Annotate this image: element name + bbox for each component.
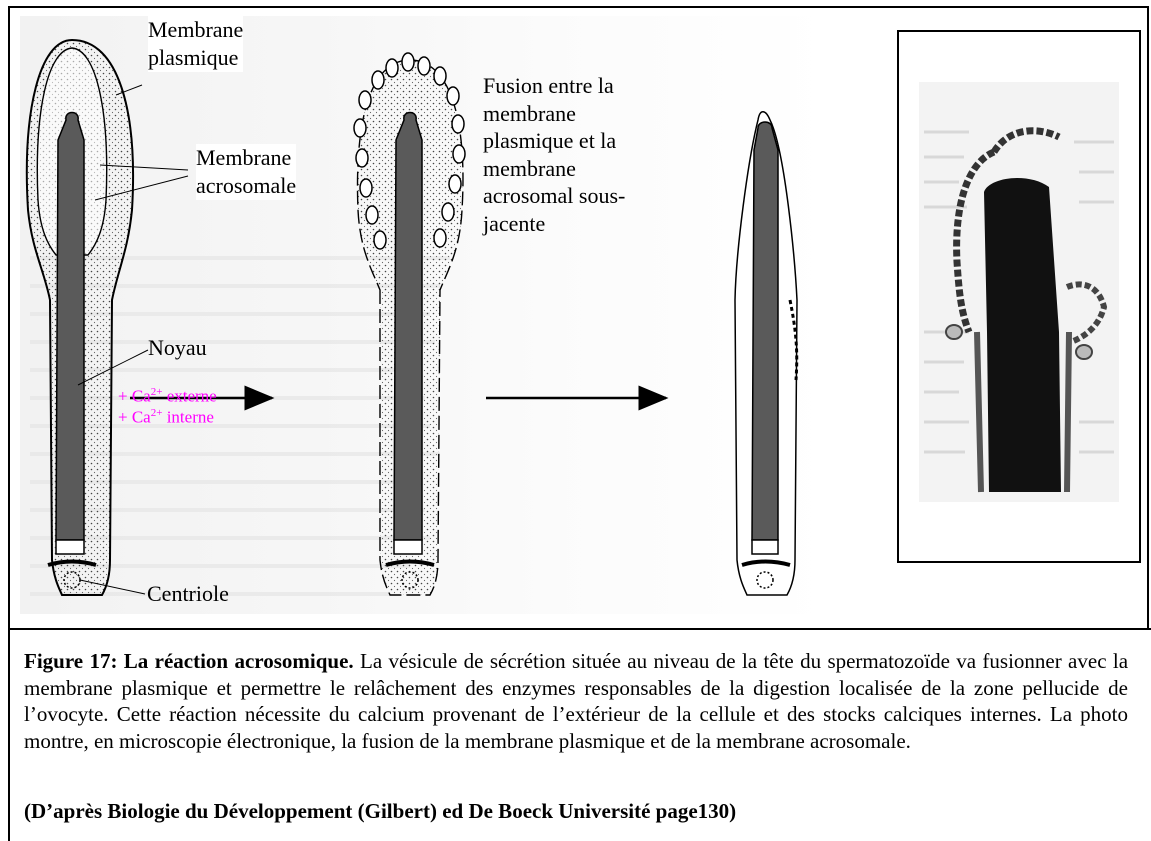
label-fusion-line-3: plasmique et la [483,127,625,155]
label-membrane-acrosomale-line-2: acrosomale [196,172,296,200]
label-fusion-line-4: membrane [483,155,625,183]
ca-interne-prefix: + Ca [118,408,151,427]
sperm-intact-nucleus [56,113,84,541]
caption-frame-left [8,630,10,841]
label-fusion-line-2: membrane [483,100,625,128]
electron-micrograph-image [899,32,1139,561]
sperm-reacted-nucleus [752,122,778,540]
sperm-fusing [354,53,465,595]
caption-source: (D’après Biologie du Développement (Gilb… [24,799,736,824]
micrograph-nucleus [984,178,1061,492]
caption-divider [8,628,1151,630]
label-membrane-plasmique-line-2: plasmique [148,44,243,72]
ca-externe-charge: 2+ [151,386,163,398]
label-membrane-acrosomale: Membrane acrosomale [196,144,296,200]
sperm-fusing-nucleus [394,113,422,541]
ca-interne-charge: 2+ [151,407,163,419]
sperm-fusing-neck [394,540,422,554]
label-centriole: Centriole [147,580,229,608]
sperm-intact [27,40,188,595]
label-membrane-plasmique: Membrane plasmique [148,16,243,72]
label-fusion: Fusion entre la membrane plasmique et la… [483,72,625,237]
caption-title: Figure 17: La réaction acrosomique. [24,649,354,673]
label-fusion-line-1: Fusion entre la [483,72,625,100]
electron-micrograph [897,30,1141,563]
label-ca-interne: + Ca2+ interne [118,403,214,428]
sperm-intact-neck [56,540,84,554]
label-membrane-acrosomale-line-1: Membrane [196,144,296,172]
sperm-reacted [735,112,797,595]
ca-interne-suffix: interne [167,408,214,427]
label-fusion-line-5: acrosomal sous- [483,182,625,210]
label-noyau: Noyau [148,334,207,362]
label-membrane-plasmique-line-1: Membrane [148,16,243,44]
sperm-reacted-neck [752,540,778,554]
figure-caption: Figure 17: La réaction acrosomique. La v… [24,648,1128,754]
label-fusion-line-6: jacente [483,210,625,238]
